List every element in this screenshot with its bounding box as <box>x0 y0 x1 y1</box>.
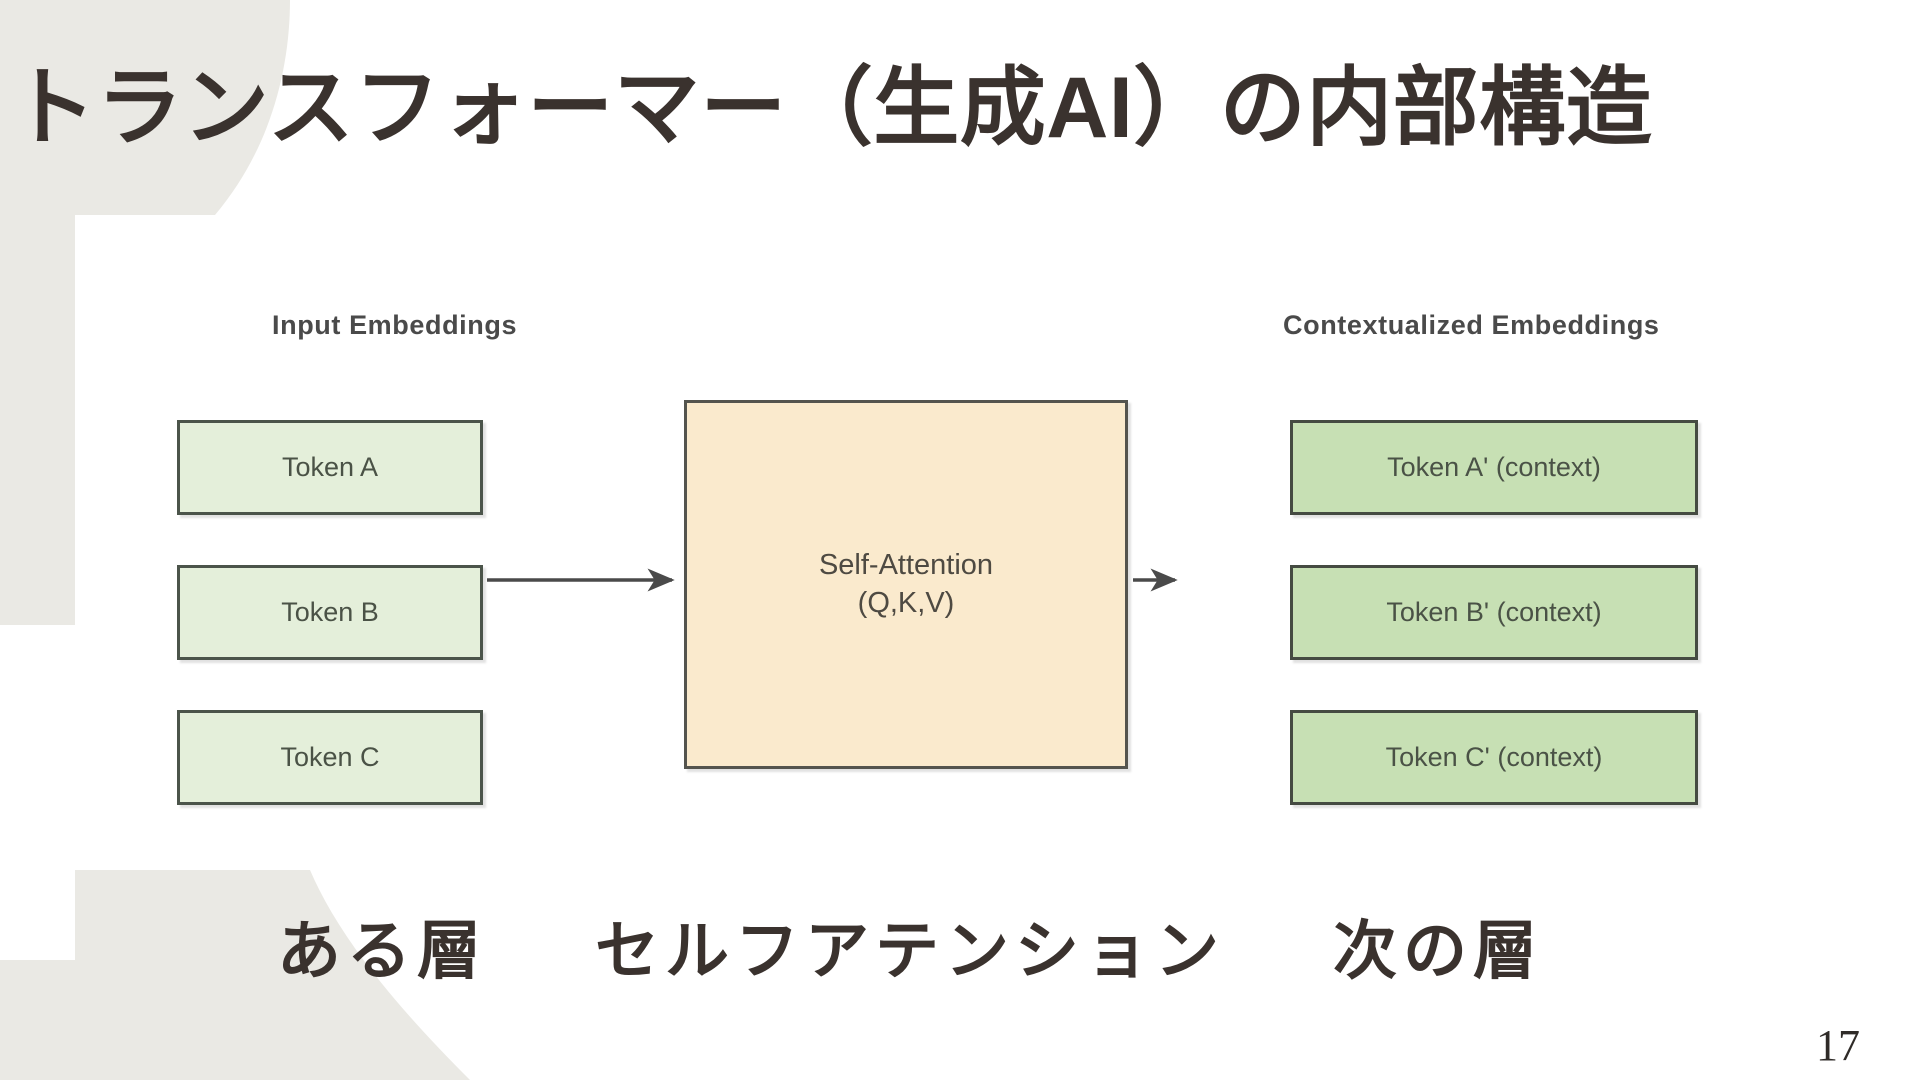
input-token-box[interactable]: Token C <box>177 710 483 805</box>
self-attention-subtitle: (Q,K,V) <box>857 586 955 619</box>
input-embeddings-label: Input Embeddings <box>272 310 518 340</box>
output-token-box[interactable]: Token B' (context) <box>1290 565 1698 660</box>
input-token-box[interactable]: Token B <box>177 565 483 660</box>
output-token-box[interactable]: Token C' (context) <box>1290 710 1698 805</box>
self-attention-title: Self-Attention <box>818 549 994 582</box>
output-token-box[interactable]: Token A' (context) <box>1290 420 1698 515</box>
input-token-box[interactable]: Token A <box>177 420 483 515</box>
page-number: 17 <box>1816 1021 1860 1070</box>
self-attention-box[interactable]: Self-Attention (Q,K,V) <box>684 400 1128 769</box>
bottom-caption: ある層 セルフアテンション 次の層 <box>0 900 1820 992</box>
contextualized-embeddings-label: Contextualized Embeddings <box>1283 310 1660 340</box>
caption-segment-previous-layer: ある層 <box>277 915 487 987</box>
page-title: トランスフォーマー（生成AI）の内部構造 <box>10 60 1653 156</box>
caption-segment-next-layer: 次の層 <box>1333 915 1543 987</box>
caption-segment-self-attention: セルフアテンション <box>595 915 1225 987</box>
